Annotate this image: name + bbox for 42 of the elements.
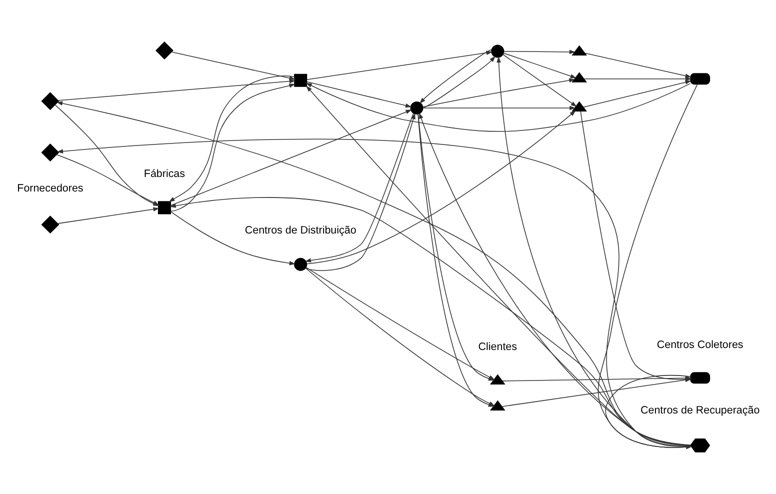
arrow (503, 52, 577, 78)
arrow (422, 106, 576, 110)
node-diamond (41, 92, 60, 110)
arrow (306, 50, 493, 80)
arrow (584, 76, 692, 82)
arrow (502, 54, 577, 107)
arrow (170, 110, 412, 206)
arrow (584, 52, 692, 78)
arrow (583, 80, 692, 108)
label: Centros de Recuperação (640, 404, 760, 417)
arrow (422, 78, 576, 108)
label: Centros Coletores (656, 338, 744, 351)
node-circle (410, 102, 424, 115)
node-bar (690, 372, 710, 384)
node-circle (294, 258, 308, 271)
node-circle (491, 44, 504, 58)
node-triangle (572, 72, 587, 82)
arrow (504, 50, 576, 54)
node-triangle (490, 400, 506, 411)
node-triangle (490, 374, 506, 384)
label: Centros de Distribuição (244, 224, 356, 237)
arrow (57, 207, 160, 224)
arrow (58, 79, 296, 101)
arrow (306, 110, 576, 264)
arrow (598, 84, 698, 450)
node-bar (690, 73, 710, 85)
node-diamond (156, 42, 174, 60)
label: Fornecedores (17, 182, 84, 194)
node-box (158, 201, 171, 214)
arrow (419, 49, 492, 104)
node-triangle (572, 45, 587, 56)
node-diamond (41, 216, 60, 234)
arrow (306, 82, 691, 132)
arrow (170, 211, 296, 266)
node-box (294, 74, 308, 87)
arrow (306, 81, 412, 108)
node-hexagon (690, 438, 710, 452)
arrow (171, 52, 296, 80)
label: Clientes (478, 341, 518, 354)
node-diamond (41, 144, 60, 162)
arrow (422, 56, 496, 108)
label: Fábricas (144, 168, 186, 180)
